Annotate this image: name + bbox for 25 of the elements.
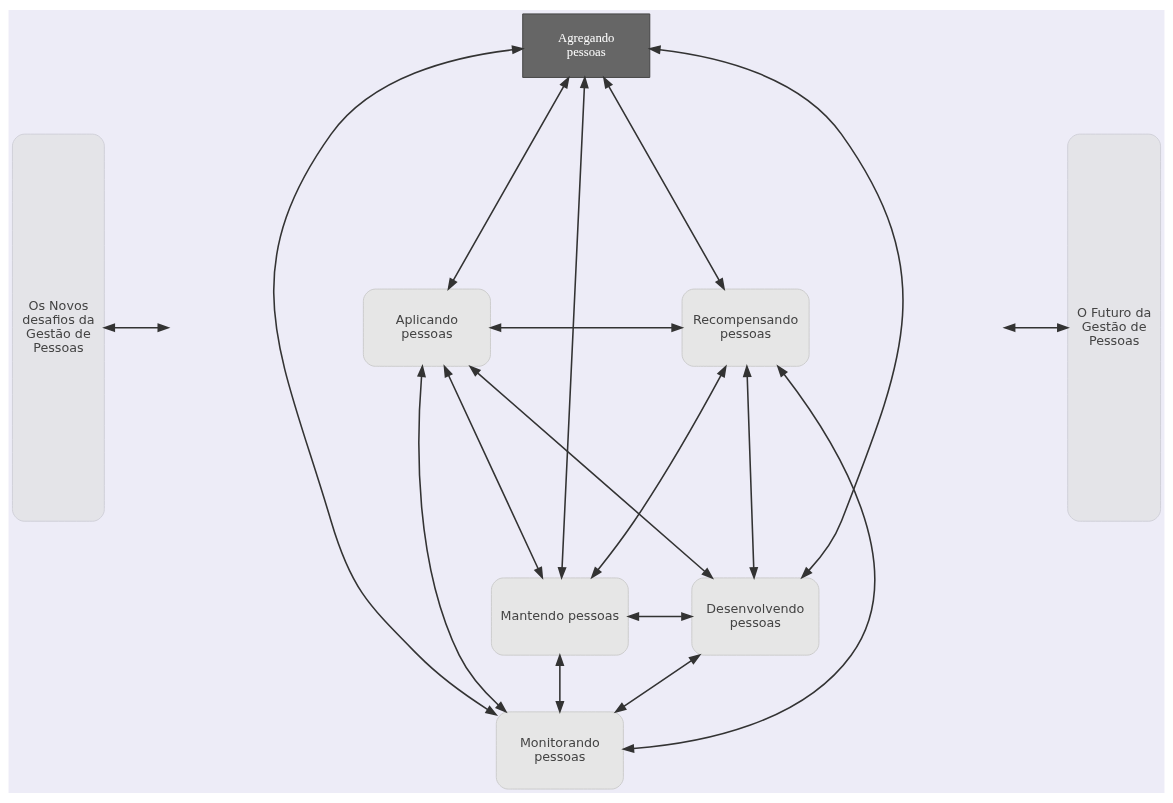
arrow	[621, 364, 876, 753]
arrow	[272, 45, 525, 717]
arrow	[447, 75, 570, 291]
arrow	[555, 653, 565, 715]
node-box: Os Novos desafios da Gestão de Pessoas	[11, 133, 105, 522]
node-box: Aplicando pessoas	[362, 288, 491, 367]
arrow	[742, 364, 759, 581]
node-box: Mantendo pessoas	[490, 577, 629, 656]
arrow	[443, 364, 544, 580]
arrow	[1002, 323, 1070, 333]
node-box: Agregando pessoas	[522, 13, 651, 78]
arrow	[602, 75, 726, 291]
arrow	[626, 612, 695, 622]
arrow	[468, 364, 715, 580]
node-box: Recompensando pessoas	[681, 288, 810, 367]
node-box: Desenvolvendo pessoas	[691, 577, 820, 656]
arrow	[102, 323, 171, 333]
arrow	[613, 653, 702, 714]
arrow	[417, 364, 508, 714]
node-box: O Futuro da Gestão de Pessoas	[1067, 133, 1162, 522]
arrow	[557, 75, 589, 580]
node-box: Monitorando pessoas	[495, 711, 624, 790]
arrow	[488, 323, 685, 333]
arrow	[647, 45, 904, 580]
arrow	[590, 364, 727, 580]
